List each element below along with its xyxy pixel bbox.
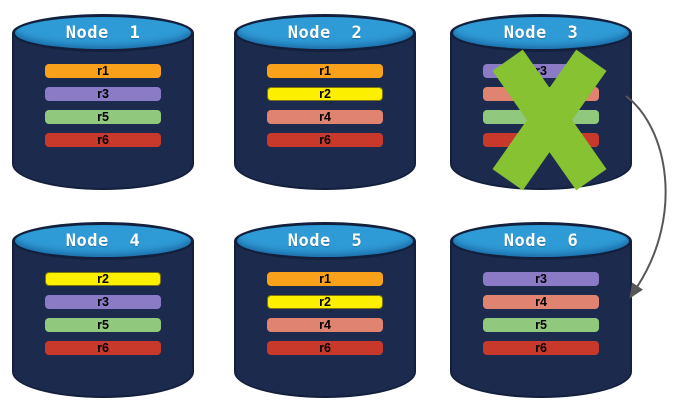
replica-bar: r2 [267, 295, 383, 309]
replica-label: r6 [319, 133, 331, 147]
node-title: Node 1 [65, 23, 141, 43]
replica-label: r2 [97, 272, 109, 286]
replica-bar: r6 [267, 341, 383, 355]
replica-bar: r5 [483, 318, 599, 332]
replica-bar: r2 [45, 272, 161, 286]
replica-bar: r6 [45, 133, 161, 147]
replica-list: r1 r2 r4 r6 [234, 222, 416, 398]
replica-bar: r6 [45, 341, 161, 355]
node-title: Node 3 [503, 23, 579, 43]
replica-label: r2 [319, 295, 331, 309]
replica-list: r1 r2 r4 r6 [234, 14, 416, 190]
replica-label: r4 [319, 110, 331, 124]
replica-bar: r6 [267, 133, 383, 147]
replica-bar: r2 [267, 87, 383, 101]
node-title: Node 2 [287, 23, 363, 43]
replica-label: r6 [319, 341, 331, 355]
replica-bar: r5 [45, 110, 161, 124]
replica-bar: r6 [483, 341, 599, 355]
replica-label: r2 [319, 87, 331, 101]
replica-label: r1 [97, 64, 109, 78]
replica-bar: r3 [483, 272, 599, 286]
node-title: Node 4 [65, 231, 141, 251]
node-cylinder: Node 1 r1 r3 r5 r6 [12, 14, 194, 190]
node-cylinder: Node 5 r1 r2 r4 r6 [234, 222, 416, 398]
replica-label: r6 [535, 341, 547, 355]
cylinder-top: Node 5 [234, 222, 416, 260]
replica-label: r5 [97, 318, 109, 332]
cylinder-top: Node 2 [234, 14, 416, 52]
cylinder-top: Node 1 [12, 14, 194, 52]
node-cylinder: Node 3 r3 [450, 14, 632, 191]
replica-list: r3 r4 r5 r6 [450, 222, 632, 398]
replica-bar: r3 [45, 295, 161, 309]
replica-bar: r5 [45, 318, 161, 332]
replica-bar: r4 [267, 318, 383, 332]
cylinder-top: Node 4 [12, 222, 194, 260]
replica-label: r3 [97, 87, 109, 101]
replica-label: r3 [535, 272, 547, 286]
replica-bar: r3 [45, 87, 161, 101]
node-cylinder: Node 6 r3 r4 r5 r6 [450, 222, 632, 398]
replica-label: r3 [535, 64, 547, 78]
replica-bar: r1 [267, 272, 383, 286]
node-title: Node 6 [503, 231, 579, 251]
replica-bar: r1 [267, 64, 383, 78]
replica-label: r1 [319, 64, 331, 78]
replica-label: r1 [319, 272, 331, 286]
node-cylinder: Node 2 r1 r2 r4 r6 [234, 14, 416, 190]
replica-label: r4 [319, 318, 331, 332]
cylinder-top: Node 6 [450, 222, 632, 260]
cylinder-top: Node 3 [450, 14, 632, 52]
node-cylinder: Node 4 r2 r3 r5 r6 [12, 222, 194, 398]
replica-label: r3 [97, 295, 109, 309]
node-title: Node 5 [287, 231, 363, 251]
replica-bar: r4 [483, 295, 599, 309]
replica-label: r5 [535, 318, 547, 332]
replica-bar: r4 [267, 110, 383, 124]
replica-bar: r1 [45, 64, 161, 78]
replica-list: r1 r3 r5 r6 [12, 14, 194, 190]
replica-label: r5 [97, 110, 109, 124]
replica-list: r2 r3 r5 r6 [12, 222, 194, 398]
replica-label: r4 [535, 295, 547, 309]
replica-label: r6 [97, 341, 109, 355]
replica-label: r6 [97, 133, 109, 147]
